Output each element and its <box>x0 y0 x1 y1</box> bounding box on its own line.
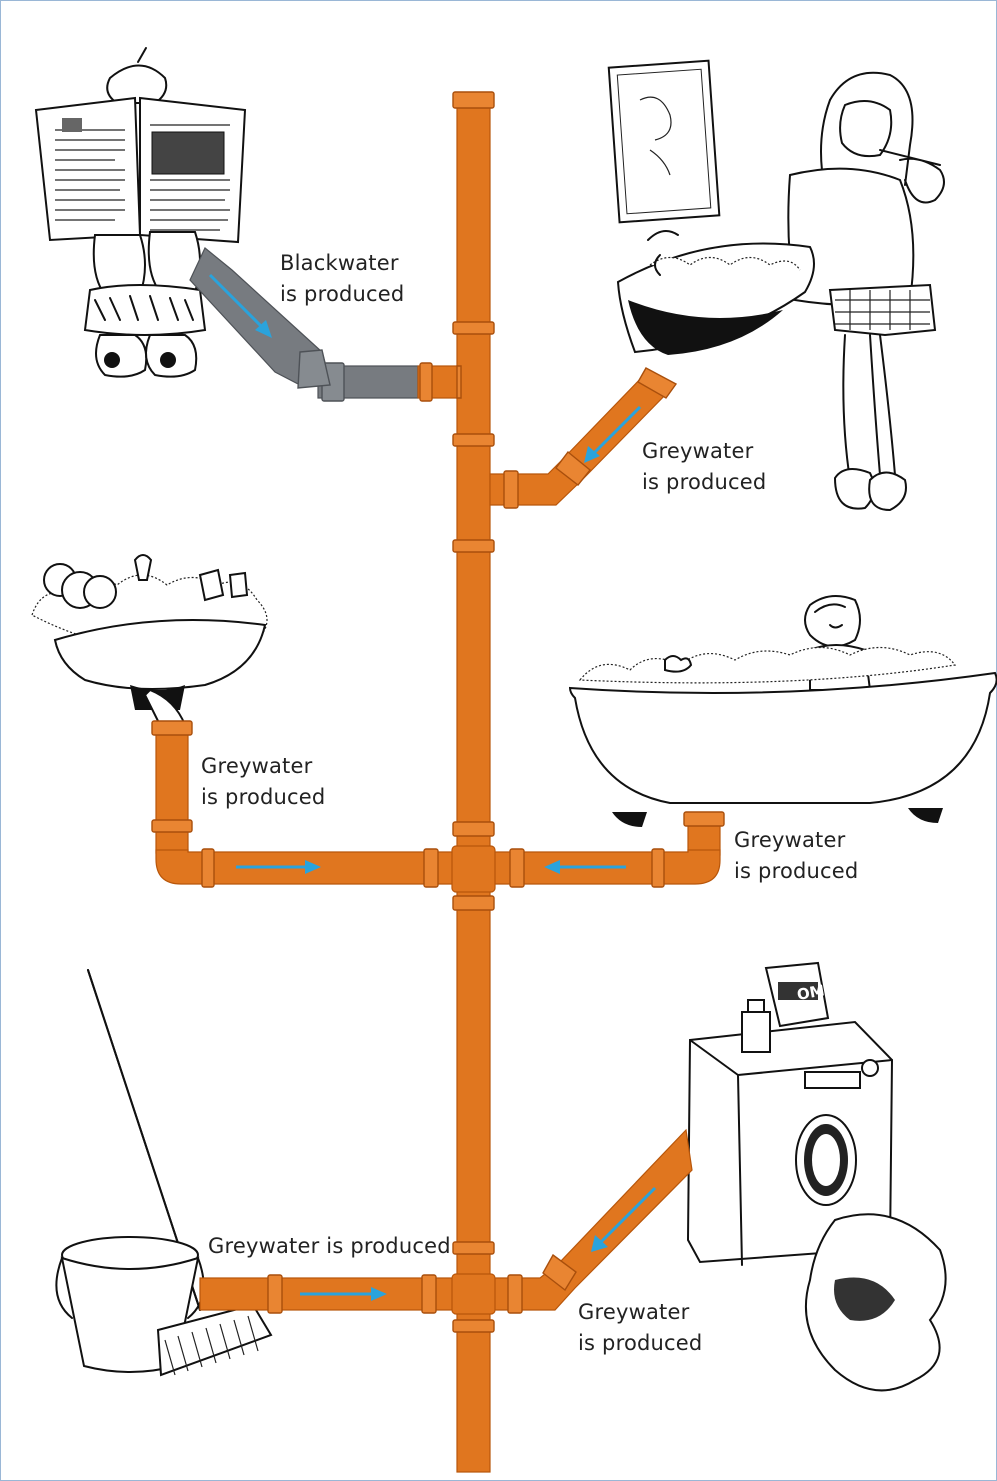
washbasin-illustration <box>618 231 814 355</box>
basin-greywater-label: Greywater is produced <box>642 436 766 498</box>
bathtub-greywater-label: Greywater is produced <box>734 825 858 887</box>
washing-machine-greywater-label-line1: Greywater <box>578 1297 702 1328</box>
washing-machine-greywater-pipe <box>490 1130 692 1313</box>
washing-machine-illustration <box>688 963 946 1390</box>
bathtub-greywater-pipe <box>490 812 724 887</box>
washing-machine-greywater-label: Greywater is produced <box>578 1297 702 1359</box>
kitchen-sink-greywater-label-line2: is produced <box>201 782 325 813</box>
main-vertical-pipe <box>453 92 494 1472</box>
basin-greywater-label-line1: Greywater <box>642 436 766 467</box>
bathtub-greywater-label-line2: is produced <box>734 856 858 887</box>
kitchen-sink-greywater-label-line1: Greywater <box>201 751 325 782</box>
kitchen-sink-greywater-label: Greywater is produced <box>201 751 325 813</box>
mop-bucket-and-broom-illustration <box>56 970 271 1375</box>
bathtub-with-child-illustration <box>570 596 997 827</box>
basin-greywater-label-line2: is produced <box>642 467 766 498</box>
pipe-cross-junction <box>452 846 495 892</box>
bathtub-greywater-label-line1: Greywater <box>734 825 858 856</box>
kitchen-sink-illustration <box>32 555 267 725</box>
man-reading-newspaper-illustration <box>36 48 245 377</box>
mop-bucket-greywater-label: Greywater is produced <box>208 1231 451 1262</box>
blackwater-label-line1: Blackwater <box>280 248 404 279</box>
washing-machine-greywater-label-line2: is produced <box>578 1328 702 1359</box>
mirror-illustration <box>609 61 720 223</box>
girl-brushing-teeth-illustration <box>788 73 944 510</box>
blackwater-label: Blackwater is produced <box>280 248 404 310</box>
pipe-lower-junction <box>452 1274 495 1314</box>
blackwater-label-line2: is produced <box>280 279 404 310</box>
